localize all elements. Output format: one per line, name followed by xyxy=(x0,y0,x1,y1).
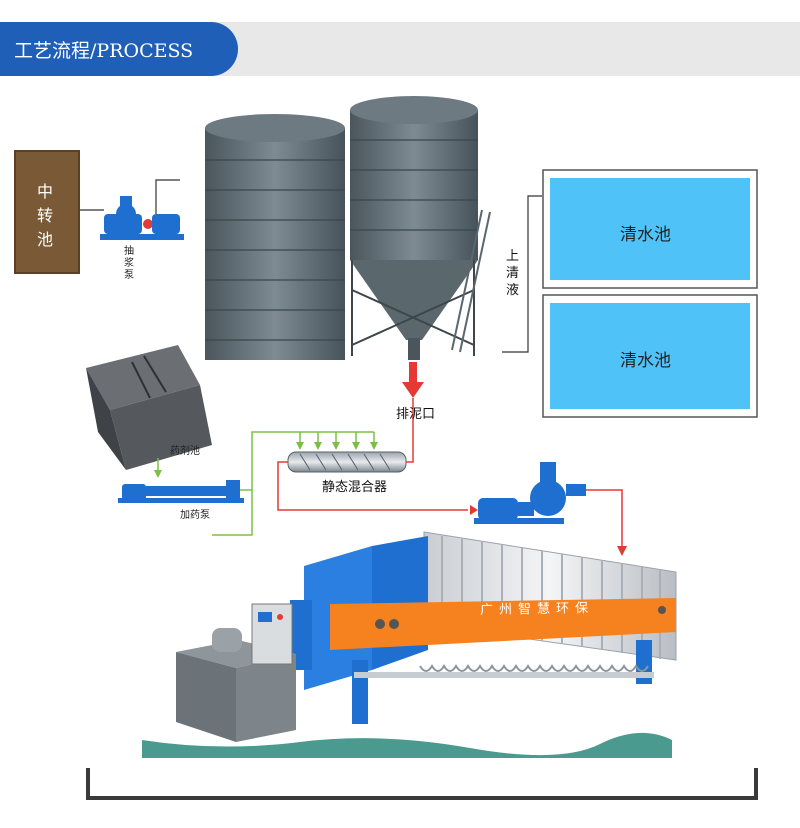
page-title: 工艺流程/PROCESS xyxy=(14,40,194,62)
dosing-tank-label: 药剂池 xyxy=(170,446,200,457)
header-tab xyxy=(0,22,238,76)
transfer-tank xyxy=(14,150,80,274)
ground-wave xyxy=(142,732,672,758)
sludge-outlet-arrow xyxy=(402,362,424,398)
clean-liquid-pipe xyxy=(502,195,542,353)
sludge-outlet-label: 排泥口 xyxy=(396,407,436,422)
hydraulic-station xyxy=(176,603,296,742)
thickener-silo-right xyxy=(350,96,491,360)
dosing-pump-label: 加药泵 xyxy=(180,510,210,521)
static-mixer-label: 静态混合器 xyxy=(322,480,388,495)
pipe-pump-to-silo xyxy=(155,179,180,214)
static-mixer-shape xyxy=(287,451,407,473)
filter-press-shape xyxy=(290,531,677,724)
thickener-silo-left xyxy=(205,114,345,360)
clean-liquid-label: 上清液 xyxy=(506,249,520,298)
slurry-pump-label: 抽浆泵 xyxy=(124,246,134,281)
feed-pump-shape xyxy=(474,462,586,524)
slurry-pump xyxy=(100,196,184,240)
clear-pool-1-label: 清水池 xyxy=(620,225,671,245)
clear-pool-2-label: 清水池 xyxy=(620,351,671,371)
clear-pool-2-shape xyxy=(542,294,758,418)
dosing-pump-shape xyxy=(118,480,244,503)
transfer-tank-label: 中转池 xyxy=(36,182,53,249)
sludge-flow-line xyxy=(277,398,623,548)
clear-pool-1-shape xyxy=(542,169,758,289)
bottom-bracket xyxy=(86,768,758,800)
dosing-tank-shape xyxy=(86,345,212,470)
filter-press-brand: 广州智慧环保 xyxy=(479,601,595,618)
